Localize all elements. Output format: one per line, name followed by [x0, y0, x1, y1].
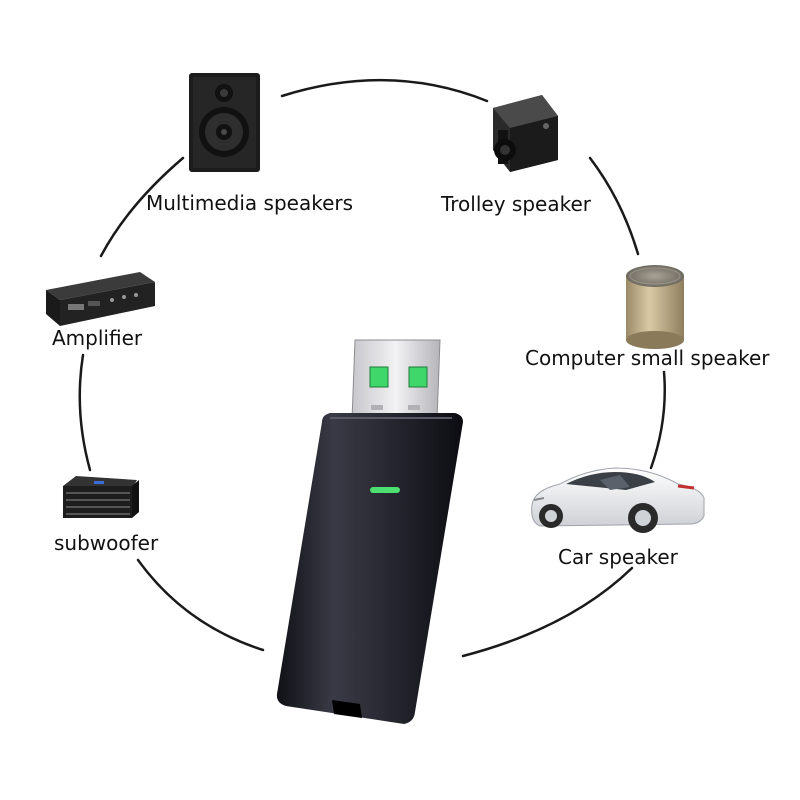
- car-icon: [531, 467, 705, 533]
- arc-bottom-right: [461, 566, 634, 658]
- small-speaker-icon: [626, 265, 684, 349]
- arc-left: [78, 353, 92, 472]
- label-car-speaker: Car speaker: [558, 545, 678, 569]
- label-multimedia-speakers: Multimedia speakers: [146, 191, 354, 215]
- status-led: [370, 487, 400, 493]
- arc-bottom-left: [136, 558, 265, 652]
- connector-arcs: [78, 78, 667, 658]
- arc-top: [280, 78, 489, 103]
- amplifier-icon: [46, 272, 155, 326]
- subwoofer-icon: [63, 476, 139, 518]
- usb-bluetooth-adapter-icon: [276, 339, 463, 724]
- arc-top-right: [588, 156, 640, 256]
- arc-right: [649, 370, 667, 470]
- label-amplifier: Amplifier: [52, 326, 143, 350]
- label-computer-small-speaker: Computer small speaker: [525, 346, 770, 370]
- label-trolley-speaker: Trolley speaker: [441, 192, 591, 216]
- label-subwoofer: subwoofer: [54, 531, 159, 555]
- arc-top-left: [99, 156, 185, 258]
- bookshelf-speaker-icon: [189, 73, 260, 172]
- trolley-speaker-icon: [493, 95, 558, 172]
